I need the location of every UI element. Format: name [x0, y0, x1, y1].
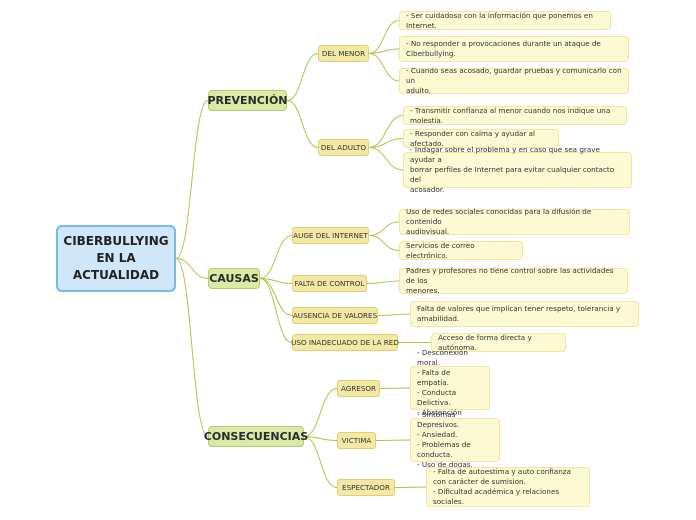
leaf-menor-1[interactable]: - Ser cuidadoso con la información que p…: [399, 11, 611, 30]
connector-n-adulto: [286, 100, 319, 148]
connector-l-auge-0: [368, 221, 400, 236]
leaf-agresor-1[interactable]: - Desconexión moral. - Falta de empatía.…: [410, 348, 490, 427]
leaf-text: - Falta de autoestima y auto confianza c…: [433, 467, 571, 506]
leaf-ausencia-1[interactable]: Falta de valores que implican tener resp…: [410, 301, 639, 327]
connector-n-causas: [175, 258, 209, 279]
connector-n-prev: [175, 100, 209, 259]
connector-n-falta: [259, 278, 293, 284]
leaf-text: - Indagar sobre el problema y en caso qu…: [410, 145, 615, 194]
subtopic-del-menor[interactable]: DEL MENOR: [318, 45, 369, 62]
connector-n-agresor: [303, 388, 338, 437]
connector-l-falta-0: [366, 280, 400, 284]
leaf-text: - Responder con calma y ayudar al afecta…: [410, 128, 536, 148]
connector-l-auge-1: [368, 235, 400, 251]
leaf-text: - No responder a provocaciones durante u…: [406, 39, 601, 58]
connector-n-cons: [175, 258, 209, 437]
connector-n-espect: [303, 436, 338, 488]
connector-l-menor-2: [368, 53, 400, 82]
leaf-text: Acceso de forma directa y autónoma.: [438, 332, 532, 352]
main-topic-consecuencias[interactable]: CONSECUENCIAS: [204, 426, 308, 447]
subtopic-ausencia-de-valores[interactable]: AUSENCIA DE VALORES: [292, 307, 378, 324]
connector-l-adulto-0: [368, 115, 404, 148]
connector-l-menor-0: [368, 20, 400, 54]
connector-l-menor-1: [368, 48, 400, 54]
subtopic-falta-de-control[interactable]: FALTA DE CONTROL: [292, 275, 367, 292]
connector-n-auge: [259, 235, 293, 279]
connector-l-ausencia-0: [377, 313, 411, 316]
connector-l-agresor-0: [379, 387, 411, 389]
root-topic[interactable]: CIBERBULLYING EN LA ACTUALIDAD: [56, 225, 176, 292]
leaf-text: - Síntomas Depresivos. - Ansiedad. - Pro…: [417, 410, 473, 469]
subtopic-agresor[interactable]: AGRESOR: [337, 380, 380, 397]
subtopic-espectador[interactable]: ESPECTADOR: [337, 479, 395, 496]
leaf-adulto-3[interactable]: - Indagar sobre el problema y en caso qu…: [403, 145, 632, 194]
leaf-uso-1[interactable]: Acceso de forma directa y autónoma.: [431, 333, 566, 352]
leaf-menor-2[interactable]: - No responder a provocaciones durante u…: [399, 36, 629, 62]
connector-l-espect-0: [394, 486, 427, 488]
leaf-text: Servicios de correo electrónico.: [406, 240, 475, 260]
subtopic-victima[interactable]: VICTIMA: [337, 432, 376, 449]
leaf-espectador-1[interactable]: - Falta de autoestima y auto confianza c…: [426, 467, 590, 507]
connector-l-victima-0: [375, 439, 411, 441]
connector-l-adulto-1: [368, 138, 404, 148]
leaf-text: - Ser cuidadoso con la información que p…: [406, 10, 593, 30]
main-topic-prevencion[interactable]: PREVENCIÓN: [208, 90, 288, 111]
connector-n-menor: [286, 53, 319, 101]
leaf-auge-1[interactable]: Uso de redes sociales conocidas para la …: [399, 207, 630, 236]
leaf-auge-2[interactable]: Servicios de correo electrónico.: [399, 241, 523, 260]
leaf-text: Padres y profesores no tiene control sob…: [406, 266, 614, 295]
connector-n-victima: [303, 436, 338, 441]
leaf-text: - Transmitir confianza al menor cuando n…: [410, 105, 611, 125]
leaf-menor-3[interactable]: - Cuando seas acosado, guardar pruebas y…: [399, 66, 629, 95]
subtopic-del-adulto[interactable]: DEL ADULTO: [318, 139, 369, 156]
subtopic-uso-inadecuado-de-la-red[interactable]: USO INADECUADO DE LA RED: [291, 334, 399, 351]
main-topic-causas[interactable]: CAUSAS: [208, 268, 260, 289]
leaf-text: Uso de redes sociales conocidas para la …: [406, 207, 592, 236]
leaf-falta-1[interactable]: Padres y profesores no tiene control sob…: [399, 266, 628, 295]
leaf-adulto-2[interactable]: - Responder con calma y ayudar al afecta…: [403, 129, 559, 148]
connector-l-adulto-2: [368, 147, 404, 171]
leaf-text: Falta de valores que implican tener resp…: [417, 304, 621, 323]
subtopic-auge-del-internet[interactable]: AUGE DEL INTERNET: [292, 227, 369, 244]
leaf-adulto-1[interactable]: - Transmitir confianza al menor cuando n…: [403, 106, 627, 125]
leaf-text: - Cuando seas acosado, guardar pruebas y…: [406, 66, 622, 95]
leaf-victima-1[interactable]: - Síntomas Depresivos. - Ansiedad. - Pro…: [410, 410, 500, 469]
connector-n-uso: [259, 278, 293, 343]
